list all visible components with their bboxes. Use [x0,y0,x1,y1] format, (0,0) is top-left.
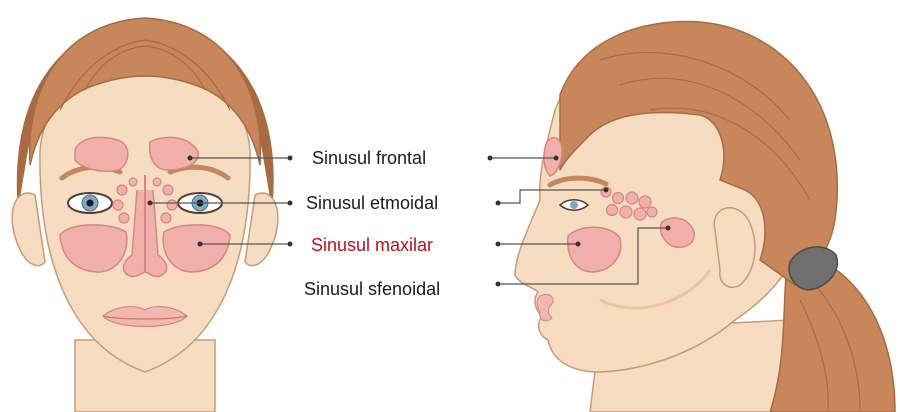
front-ethmoid-cells [112,177,178,224]
profile-ethmoid-cells [600,186,658,221]
front-frontal-sinus-left [74,136,129,172]
front-maxillary-sinus-left [59,224,128,273]
profile-lips [536,293,554,322]
profile-eyebrow [547,175,609,188]
profile-maxillary-sinus [567,226,622,273]
profile-face [514,20,896,412]
profile-ponytail-strands [799,279,861,411]
front-hair-top [28,17,262,166]
leader-sfenoidal-right [498,227,668,285]
label-maxillary-sinus: Sinusul maxilar [311,235,434,255]
label-frontal-sinus: Sinusul frontal [312,148,427,168]
front-left-ear [11,192,46,267]
profile-hair-strands [599,51,811,201]
leader-dots [147,155,671,287]
front-hair-strands [59,39,231,111]
profile-ear [713,207,756,289]
leader-etmoidal-right [498,189,606,204]
label-ethmoid-sinus: Sinusul etmoidal [306,193,439,213]
front-left-pupil [86,199,94,207]
front-right-ear [244,192,279,267]
profile-frontal-sinus [543,137,563,177]
profile-hair-tie [788,246,839,291]
front-lip-line [102,315,188,320]
profile-sphenoid-sinus [659,217,695,248]
front-frontal-sinus-right [148,136,199,171]
profile-cheek-shade [599,269,712,310]
front-lips [102,306,188,328]
profile-iris [570,201,578,209]
front-maxillary-sinus-right [162,224,231,273]
leader-lines [150,157,668,285]
front-face [11,17,279,412]
profile-hair [559,20,839,286]
label-sphenoid-sinus: Sinusul sfenoidal [304,279,441,299]
